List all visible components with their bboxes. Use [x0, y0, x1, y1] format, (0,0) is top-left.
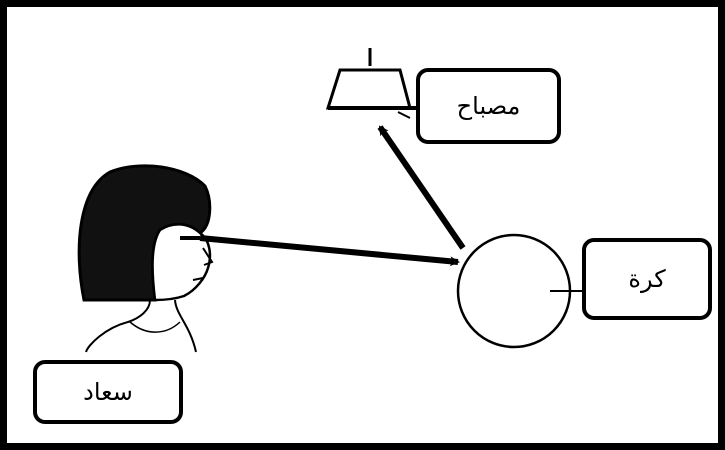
arrow-eye-to-ball — [199, 235, 460, 267]
ball-label: كرة — [582, 238, 712, 320]
lamp-icon — [325, 48, 420, 119]
arrow-ball-to-lamp — [377, 125, 466, 250]
girl-head-icon — [77, 164, 214, 353]
ball-icon — [456, 233, 584, 349]
lamp-label: مصباح — [416, 68, 561, 144]
person-label: سعاد — [33, 360, 183, 424]
